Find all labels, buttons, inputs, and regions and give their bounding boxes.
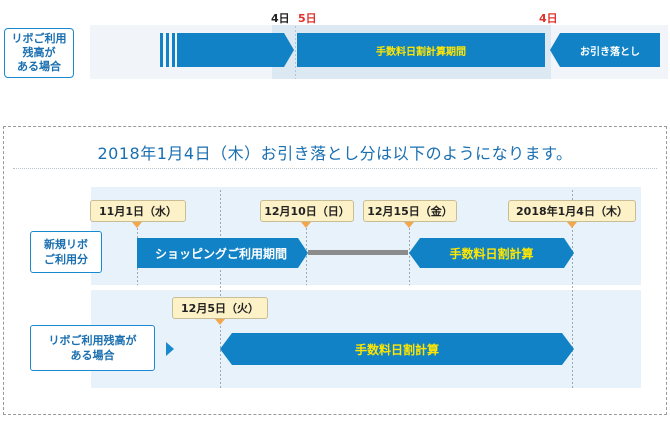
top-pre-arrow [177, 33, 294, 67]
detail-panel [3, 126, 667, 415]
row1-date-2-callout: 12月10日（日） [260, 200, 354, 222]
day-label-4: 4日 [271, 12, 290, 25]
panel-separator [13, 168, 657, 169]
row1-label: 新規リボ ご利用分 [30, 231, 102, 273]
stripe [172, 33, 175, 67]
row1-fee-bar [409, 238, 574, 268]
day-label-4b: 4日 [539, 12, 558, 25]
callout-tip [215, 319, 225, 325]
panel-title: 2018年1月4日（木）お引き落とし分は以下のようになります。 [97, 144, 573, 163]
top-fee-bar [297, 33, 545, 67]
day-label-5: 5日 [298, 12, 317, 25]
row1-date-4-callout: 2018年1月4日（木） [508, 200, 636, 222]
row2-date-1-callout: 12月5日（火） [172, 297, 268, 319]
top-fee-bar-label: 手数料日割計算期間 [376, 46, 466, 58]
row1-date-3-callout: 12月15日（金） [363, 200, 457, 222]
stripe [166, 33, 169, 67]
row1-shopping-bar-label: ショッピングご利用期間 [154, 246, 287, 261]
row2-label-arrow-icon [166, 342, 174, 356]
stripe [160, 33, 163, 67]
callout-tip [132, 222, 142, 228]
top-timeline-bars [160, 26, 660, 79]
top-side-label: リボご利用 残高が ある場合 [4, 28, 74, 78]
row2-fee-bar [220, 333, 574, 365]
top-withdraw-bar [550, 33, 660, 67]
row2-fee-bar-label: 手数料日割計算 [354, 342, 439, 357]
callout-tip [301, 222, 311, 228]
callout-tip [567, 222, 577, 228]
top-withdraw-bar-label: お引き落とし [580, 46, 640, 58]
row1-date-1-callout: 11月1日（水） [90, 200, 186, 222]
row1-shopping-bar [137, 238, 308, 268]
row1-wait-line [308, 250, 408, 255]
row1-fee-bar-label: 手数料日割計算 [449, 246, 534, 261]
top-timeline-highlight [545, 25, 551, 79]
row2-label: リボご利用残高が ある場合 [30, 325, 155, 371]
callout-tip [404, 222, 414, 228]
